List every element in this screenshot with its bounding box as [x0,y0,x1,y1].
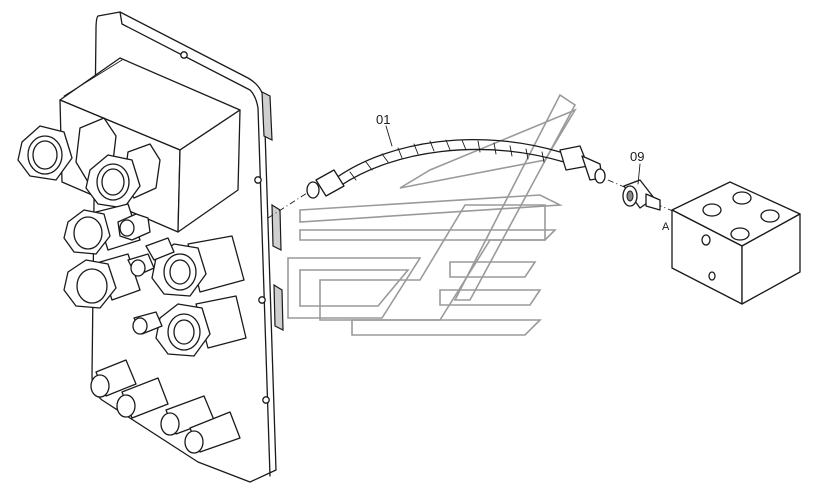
test-coupler [90,359,137,398]
hydraulic-hose [306,139,606,199]
watermark-logo [287,93,577,336]
connector-block [671,181,801,305]
hex-fitting-medium [151,235,245,297]
leader-line-09 [637,163,641,185]
mounting-hole [180,51,188,59]
test-coupler [184,411,241,454]
connection-line [607,179,637,193]
mounting-hole [258,296,266,304]
mounting-hole [254,176,262,184]
hex-fitting-medium [63,253,141,309]
callout-fitting: 09 [630,149,644,164]
hex-fitting-medium [155,295,247,357]
leader-line-01 [385,125,393,147]
mounting-hole [262,396,270,404]
callout-hose: 01 [376,112,390,127]
hex-fitting-large [85,143,161,209]
hex-fitting-large [17,117,117,183]
hex-fitting-medium [63,203,151,255]
adapter-fitting [622,179,661,211]
port-plug [132,311,163,335]
connection-line [267,185,319,219]
hose-crimp-end [315,169,345,197]
port-plug [127,237,175,277]
test-coupler [160,395,215,436]
callout-port: A [662,221,670,233]
test-coupler [116,377,169,419]
